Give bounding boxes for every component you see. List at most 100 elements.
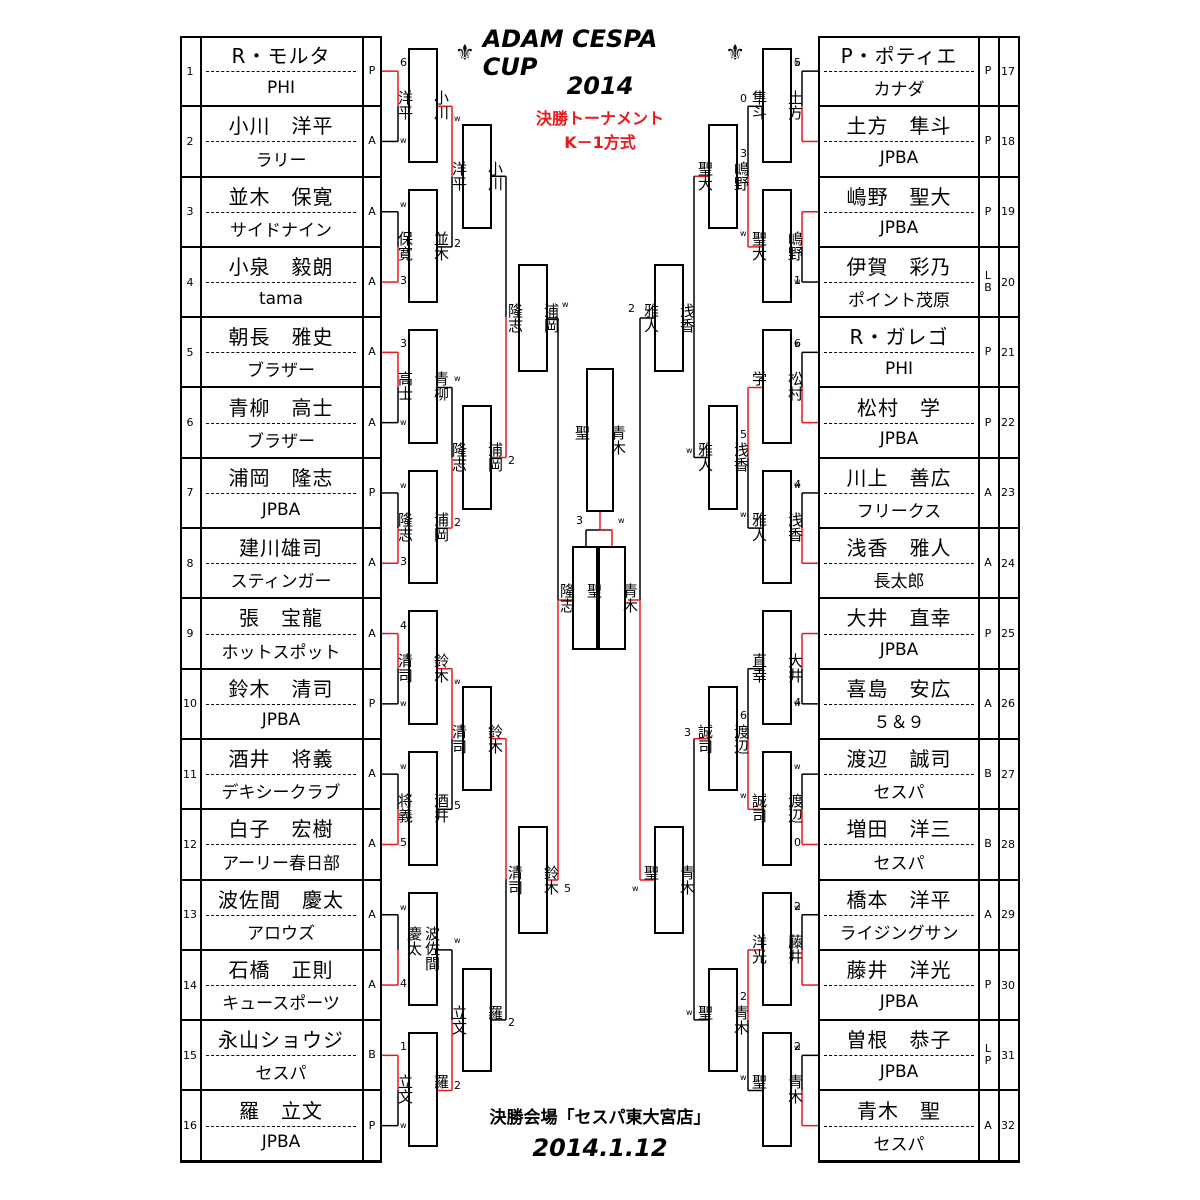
seed-number: 19 (1001, 205, 1015, 219)
player-club: セスパ (255, 1064, 307, 1085)
player-name: 青木 聖 (857, 1098, 941, 1123)
row-divider (818, 175, 1020, 178)
score: 5 (740, 427, 747, 441)
champion-box: 青木 聖 (573, 368, 627, 512)
column-divider (200, 1020, 202, 1091)
seed-number: 29 (1001, 908, 1015, 922)
win-mark: w (400, 762, 407, 772)
player-name: 小泉 毅朗 (228, 254, 334, 279)
player-class: A (368, 978, 376, 992)
player-name: 鈴木 清司 (228, 676, 334, 701)
win-mark: w (400, 1120, 407, 1130)
row-divider (818, 737, 1020, 740)
round3-winner-box: 鈴木 清司 (506, 826, 560, 934)
win-mark: w (740, 510, 747, 520)
player-name: 永山ショウジ (218, 1028, 344, 1053)
name-divider (206, 282, 356, 284)
round1-winner-box: 鈴木 清司 (396, 610, 450, 725)
round1-winner-box: 波佐間 慶太 (405, 891, 441, 1007)
format-rule: K－1方式 (564, 133, 636, 152)
player-name: 白子 宏樹 (228, 817, 334, 842)
name-divider (824, 844, 974, 846)
player-club: ライジングサン (839, 923, 959, 944)
name-divider (824, 352, 974, 354)
player-name: 橋本 洋平 (846, 887, 952, 912)
row-divider (818, 948, 1020, 951)
player-name: 喜島 安広 (846, 676, 952, 701)
row-divider (180, 948, 382, 951)
seed-number: 10 (183, 697, 197, 711)
player-club: フリークス (856, 502, 942, 522)
player-class: A (368, 134, 376, 148)
column-divider (200, 879, 202, 950)
seed-number: 28 (1001, 837, 1015, 851)
score: 1 (400, 1040, 407, 1054)
player-name: 朝長 雅史 (228, 325, 334, 350)
title-row: ⚜ ADAM CESPA CUP ⚜ (455, 25, 745, 81)
column-divider (998, 36, 1000, 107)
name-divider (206, 703, 356, 705)
player-name: 浦岡 隆志 (228, 465, 334, 490)
player-club: ラリー (255, 150, 307, 171)
player-club: セスパ (873, 783, 925, 804)
seed-number: 26 (1001, 697, 1015, 711)
player-club: JPBA (879, 148, 919, 168)
player-club: ブラザー (247, 431, 315, 452)
win-mark: w (562, 300, 569, 309)
win-mark: w (794, 762, 801, 772)
player-club: JPBA (879, 640, 919, 661)
player-name: 波佐間 慶太 (218, 887, 344, 912)
seed-number: 5 (186, 345, 194, 359)
player-class: B (984, 837, 992, 851)
score: 6 (400, 56, 407, 70)
column-divider (362, 176, 364, 247)
player-class: A (368, 345, 376, 359)
score: 2 (740, 990, 747, 1004)
win-mark: w (794, 59, 801, 69)
row-divider (818, 105, 1020, 108)
win-mark: w (454, 935, 461, 945)
name-divider (824, 1125, 974, 1127)
seed-number: 20 (1001, 275, 1015, 289)
round2-winner-box: 青木 聖 (696, 967, 750, 1073)
column-divider (200, 246, 202, 318)
player-name: 大井 直幸 (846, 606, 952, 631)
column-divider (978, 106, 980, 177)
name-divider (824, 1055, 974, 1057)
seed-number: 30 (1001, 978, 1015, 992)
seed-number: 22 (1001, 416, 1015, 430)
score: 4 (794, 477, 801, 491)
row-divider (180, 1089, 382, 1092)
column-divider (200, 317, 202, 388)
player-name: 酒井 将義 (228, 747, 334, 772)
win-mark: w (686, 445, 693, 455)
name-divider (824, 422, 974, 424)
score: 2 (628, 302, 635, 315)
round2-winner-box: 渡辺 誠司 (696, 686, 750, 791)
round1-winner-box: 藤井 洋光 (750, 891, 804, 1007)
round3-winner-box: 浦岡 隆志 (506, 264, 560, 372)
column-divider (978, 739, 980, 810)
player-class: P (984, 134, 992, 148)
player-class: A (368, 204, 376, 218)
player-club: JPBA (261, 1132, 301, 1153)
score: 3 (400, 274, 407, 288)
column-divider (200, 176, 202, 247)
player-class: P (984, 204, 992, 218)
score: 2 (508, 453, 515, 467)
column-divider (998, 879, 1000, 950)
row-divider (180, 597, 382, 600)
column-divider (200, 1090, 202, 1161)
seed-number: 7 (186, 486, 194, 500)
column-divider (200, 949, 202, 1021)
column-divider (978, 457, 980, 529)
win-mark: w (454, 373, 461, 383)
player-club: ホットスポット (221, 642, 341, 663)
score: 2 (454, 1078, 461, 1092)
